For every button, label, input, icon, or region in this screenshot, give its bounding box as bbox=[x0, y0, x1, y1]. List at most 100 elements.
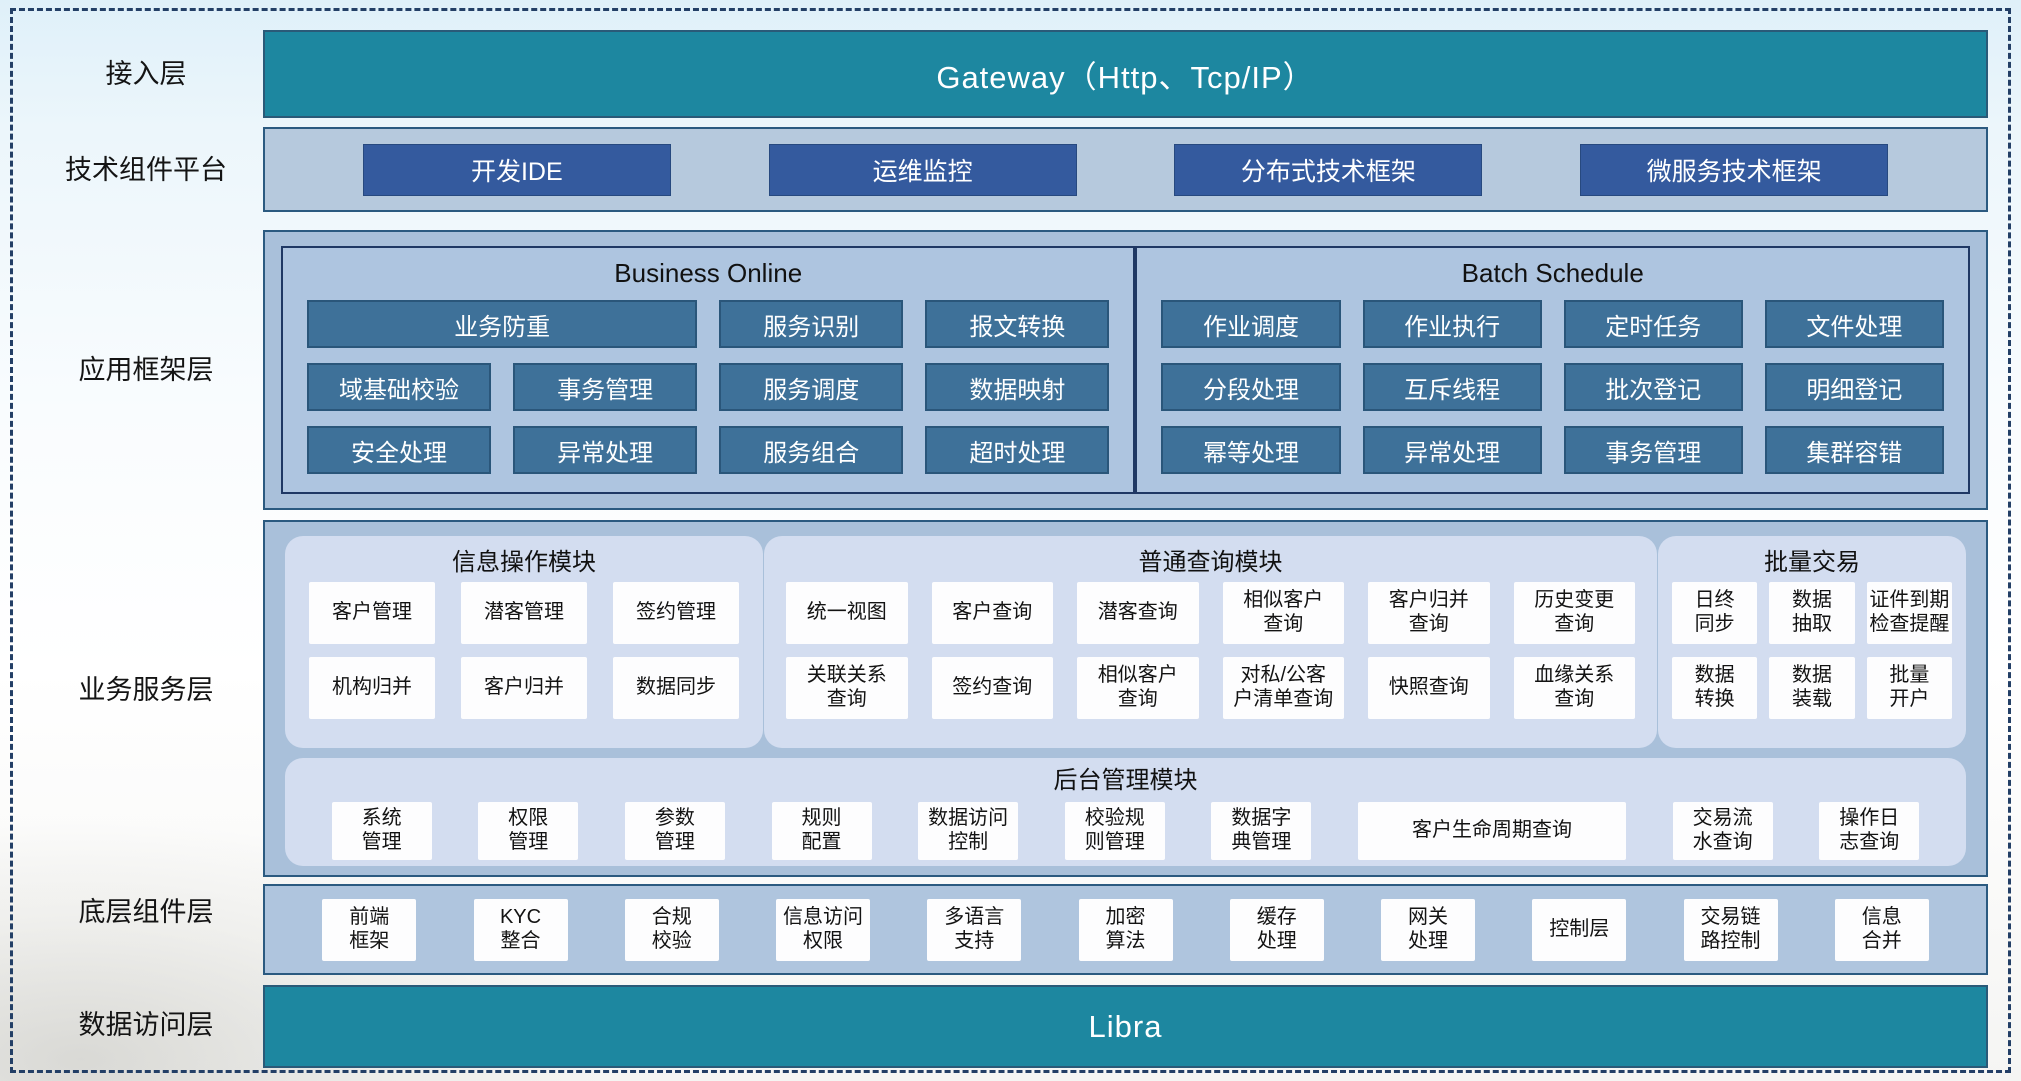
batch-schedule-section: Batch Schedule 作业调度 作业执行 定时任务 文件处理 分段处理 … bbox=[1135, 246, 1970, 494]
batch-schedule-title: Batch Schedule bbox=[1461, 258, 1644, 288]
bo-node: 报文转换 bbox=[925, 300, 1110, 348]
admin-node: 数据访问 控制 bbox=[918, 802, 1019, 860]
admin-node: 参数 管理 bbox=[624, 802, 725, 860]
query-node: 历史变更 查询 bbox=[1513, 582, 1635, 644]
batch-trade-node: 数据 转换 bbox=[1672, 657, 1758, 719]
tech-node-ops-monitor: 运维监控 bbox=[768, 143, 1077, 196]
info-ops-node: 签约管理 bbox=[613, 582, 739, 644]
bo-node: 事务管理 bbox=[513, 363, 698, 411]
layer-label-app-framework: 应用框架层 bbox=[78, 355, 214, 385]
business-service-modules: 信息操作模块 客户管理 潜客管理 签约管理 机构归并 客户归并 数据同步 普通查… bbox=[285, 536, 1966, 748]
admin-node: 规则 配置 bbox=[771, 802, 872, 860]
bs-node: 定时任务 bbox=[1563, 300, 1743, 348]
query-node: 客户归并 查询 bbox=[1368, 582, 1490, 644]
query-grid: 统一视图 客户查询 潜客查询 相似客户 查询 客户归并 查询 历史变更 查询 关… bbox=[764, 582, 1657, 719]
libra-label: Libra bbox=[1088, 1008, 1163, 1044]
tech-node-distributed-fw: 分布式技术框架 bbox=[1174, 143, 1483, 196]
batch-trade-module: 批量交易 日终 同步 数据 抽取 证件到期 检查提醒 数据 转换 数据 装载 批… bbox=[1658, 536, 1966, 748]
admin-module: 后台管理模块 系统 管理 权限 管理 参数 管理 规则 配置 数据访问 控制 校… bbox=[285, 758, 1966, 866]
bs-node: 异常处理 bbox=[1362, 426, 1542, 474]
bo-node: 业务防重 bbox=[307, 300, 698, 348]
bs-node: 集群容错 bbox=[1764, 426, 1944, 474]
query-node: 关联关系 查询 bbox=[786, 657, 908, 719]
info-ops-title: 信息操作模块 bbox=[452, 549, 596, 576]
bs-node: 分段处理 bbox=[1161, 363, 1341, 411]
gateway-label: Gateway（Http、Tcp/IP） bbox=[936, 59, 1315, 95]
batch-trade-node: 日终 同步 bbox=[1672, 582, 1758, 644]
query-node: 签约查询 bbox=[931, 657, 1053, 719]
info-ops-module: 信息操作模块 客户管理 潜客管理 签约管理 机构归并 客户归并 数据同步 bbox=[285, 536, 763, 748]
admin-node: 权限 管理 bbox=[478, 802, 579, 860]
batch-trade-node: 证件到期 检查提醒 bbox=[1866, 582, 1952, 644]
batch-schedule-grid: 作业调度 作业执行 定时任务 文件处理 分段处理 互斥线程 批次登记 明细登记 … bbox=[1137, 300, 1968, 474]
base-node: 多语言 支持 bbox=[927, 898, 1022, 961]
batch-trade-node: 批量 开户 bbox=[1866, 657, 1952, 719]
admin-node-customer-lifecycle: 客户生命周期查询 bbox=[1358, 802, 1626, 860]
business-online-grid: 业务防重 服务识别 报文转换 域基础校验 事务管理 服务调度 数据映射 安全处理… bbox=[283, 300, 1133, 474]
base-node: 合规 校验 bbox=[624, 898, 719, 961]
query-node: 快照查询 bbox=[1368, 657, 1490, 719]
tech-platform-container: 开发IDE 运维监控 分布式技术框架 微服务技术框架 bbox=[263, 127, 1988, 212]
admin-node: 数据字 典管理 bbox=[1211, 802, 1312, 860]
layer-label-base-components: 底层组件层 bbox=[78, 897, 214, 927]
info-ops-grid: 客户管理 潜客管理 签约管理 机构归并 客户归并 数据同步 bbox=[285, 582, 763, 719]
bs-node: 作业执行 bbox=[1362, 300, 1542, 348]
admin-module-title: 后台管理模块 bbox=[1053, 767, 1198, 794]
base-node: 信息 合并 bbox=[1834, 898, 1929, 961]
base-node: 缓存 处理 bbox=[1229, 898, 1324, 961]
bo-node: 服务组合 bbox=[719, 426, 904, 474]
bs-node: 批次登记 bbox=[1563, 363, 1743, 411]
bo-node: 超时处理 bbox=[925, 426, 1110, 474]
base-node: 信息访问 权限 bbox=[776, 898, 870, 961]
query-module-title: 普通查询模块 bbox=[1138, 549, 1283, 576]
bs-node: 幂等处理 bbox=[1161, 426, 1341, 474]
base-node: 网关 处理 bbox=[1381, 898, 1475, 961]
admin-node: 系统 管理 bbox=[331, 802, 432, 860]
base-node: 交易链 路控制 bbox=[1683, 898, 1778, 961]
tech-node-microservice-fw: 微服务技术框架 bbox=[1580, 143, 1889, 196]
bo-node: 安全处理 bbox=[307, 426, 492, 474]
batch-trade-grid: 日终 同步 数据 抽取 证件到期 检查提醒 数据 转换 数据 装载 批量 开户 bbox=[1658, 582, 1966, 719]
libra-bar: Libra bbox=[263, 985, 1988, 1068]
bo-node: 域基础校验 bbox=[307, 363, 492, 411]
bs-node: 作业调度 bbox=[1161, 300, 1341, 348]
tech-node-dev-ide: 开发IDE bbox=[362, 143, 671, 196]
info-ops-node: 客户归并 bbox=[461, 657, 587, 719]
base-components-container: 前端 框架 KYC 整合 合规 校验 信息访问 权限 多语言 支持 加密 算法 … bbox=[263, 884, 1988, 975]
layer-label-access: 接入层 bbox=[105, 59, 187, 89]
app-framework-container: Business Online 业务防重 服务识别 报文转换 域基础校验 事务管… bbox=[263, 230, 1988, 510]
base-node: KYC 整合 bbox=[473, 898, 568, 961]
info-ops-node: 潜客管理 bbox=[461, 582, 587, 644]
admin-node: 校验规 则管理 bbox=[1064, 802, 1165, 860]
query-module: 普通查询模块 统一视图 客户查询 潜客查询 相似客户 查询 客户归并 查询 历史… bbox=[764, 536, 1657, 748]
base-node: 加密 算法 bbox=[1078, 898, 1173, 961]
admin-items: 系统 管理 权限 管理 参数 管理 规则 配置 数据访问 控制 校验规 则管理 … bbox=[285, 802, 1966, 860]
bo-node: 异常处理 bbox=[513, 426, 698, 474]
business-online-title: Business Online bbox=[614, 258, 803, 288]
query-node: 客户查询 bbox=[931, 582, 1053, 644]
query-node: 相似客户 查询 bbox=[1222, 582, 1344, 644]
bs-node: 互斥线程 bbox=[1362, 363, 1542, 411]
info-ops-node: 客户管理 bbox=[309, 582, 435, 644]
admin-node: 交易流 水查询 bbox=[1672, 802, 1773, 860]
query-node: 潜客查询 bbox=[1077, 582, 1199, 644]
base-node: 控制层 bbox=[1532, 898, 1627, 961]
layer-label-tech-platform: 技术组件平台 bbox=[65, 155, 227, 185]
query-node: 对私/公客 户清单查询 bbox=[1222, 657, 1344, 719]
batch-trade-node: 数据 抽取 bbox=[1769, 582, 1855, 644]
bo-node: 数据映射 bbox=[925, 363, 1110, 411]
base-node: 前端 框架 bbox=[322, 898, 417, 961]
admin-node: 操作日 志查询 bbox=[1819, 802, 1920, 860]
query-node: 相似客户 查询 bbox=[1077, 657, 1199, 719]
batch-trade-node: 数据 装载 bbox=[1769, 657, 1855, 719]
query-node: 血缘关系 查询 bbox=[1513, 657, 1635, 719]
bs-node: 文件处理 bbox=[1764, 300, 1944, 348]
business-service-container: 信息操作模块 客户管理 潜客管理 签约管理 机构归并 客户归并 数据同步 普通查… bbox=[263, 520, 1988, 877]
business-online-section: Business Online 业务防重 服务识别 报文转换 域基础校验 事务管… bbox=[281, 246, 1136, 494]
layer-label-data-access: 数据访问层 bbox=[78, 1010, 214, 1040]
bo-node: 服务调度 bbox=[719, 363, 904, 411]
gateway-bar: Gateway（Http、Tcp/IP） bbox=[263, 30, 1988, 118]
info-ops-node: 数据同步 bbox=[613, 657, 739, 719]
info-ops-node: 机构归并 bbox=[309, 657, 435, 719]
query-node: 统一视图 bbox=[786, 582, 908, 644]
